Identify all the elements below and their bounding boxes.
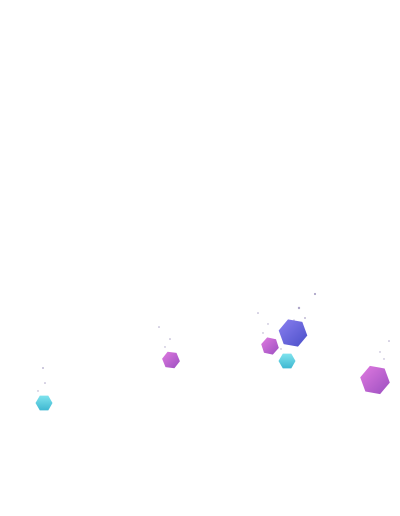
hexagon-icon: [360, 365, 390, 395]
particle-dot: [262, 332, 264, 334]
particle-dot: [257, 312, 259, 314]
particle-dot: [379, 351, 381, 353]
particle-dot: [267, 323, 269, 325]
hexagon-shapes: [35, 319, 390, 411]
particle-dot: [313, 292, 317, 296]
particle-dot: [293, 319, 295, 321]
hexagon-icon: [35, 395, 53, 411]
particle-dot: [388, 340, 390, 342]
particle-dot: [37, 390, 39, 392]
particle-dots: [37, 292, 390, 392]
particle-dot: [169, 338, 171, 340]
hexagon-icon: [261, 337, 279, 355]
hexagon-icon: [162, 351, 180, 369]
particle-dot: [280, 348, 282, 350]
particle-dot: [164, 346, 166, 348]
particle-dot: [304, 317, 306, 319]
particle-dot: [297, 306, 301, 310]
particle-dot: [42, 367, 44, 369]
hexagon-icon: [278, 353, 296, 369]
particle-dot: [158, 326, 160, 328]
hexagon-icon: [278, 319, 308, 347]
particle-dot: [44, 382, 46, 384]
particle-dot: [383, 358, 385, 360]
